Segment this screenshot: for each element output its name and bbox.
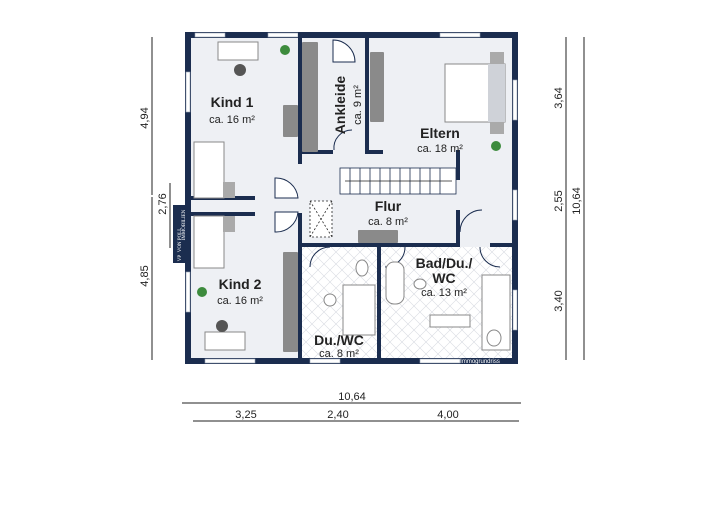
room-name-duwc: Du./WC (314, 332, 364, 348)
logo-initials: VP (178, 255, 183, 262)
attic-hatch (309, 200, 333, 238)
staircase (339, 167, 457, 195)
dim-right-part-1: 3,64 (553, 87, 565, 108)
furniture (193, 41, 506, 352)
watermark: Immogrundriss (460, 359, 500, 365)
room-area-eltern: ca. 18 m² (417, 143, 463, 155)
plants (197, 45, 501, 297)
dim-bottom-part-1: 3,25 (235, 409, 256, 421)
room-name-bad: Bad/Du./ (416, 255, 473, 271)
room-area-kind1: ca. 16 m² (209, 114, 255, 126)
door-swings (274, 39, 501, 268)
room-area-duwc: ca. 8 m² (319, 348, 359, 360)
dim-bottom-part-3: 4,00 (437, 409, 458, 421)
logo-name: VON POLL (178, 228, 183, 253)
dim-left-part-2: 2,76 (157, 193, 169, 214)
dim-left-part-1: 4,94 (139, 107, 151, 128)
room-name-ankleide: Ankleide (332, 76, 348, 135)
room-name-flur: Flur (375, 198, 402, 214)
dimension-lines (151, 37, 585, 422)
room-name-kind1: Kind 1 (211, 94, 254, 110)
room-name-kind2: Kind 2 (219, 276, 262, 292)
dim-left-part-3: 4,85 (139, 265, 151, 286)
room-name-eltern: Eltern (420, 125, 460, 141)
bathroom-fixtures (323, 259, 511, 351)
dim-right-total: 10,64 (571, 187, 583, 215)
room-name-bad-line2: WC (432, 270, 455, 286)
room-area-ankleide: ca. 9 m² (352, 85, 364, 125)
dim-right-part-2: 2,55 (553, 190, 565, 211)
room-area-bad: ca. 13 m² (421, 287, 467, 299)
logo-sub: IMMOBILIEN (182, 209, 187, 240)
windows (185, 32, 518, 364)
dim-right-part-3: 3,40 (553, 290, 565, 311)
room-area-flur: ca. 8 m² (368, 216, 408, 228)
dim-bottom-part-2: 2,40 (327, 409, 348, 421)
room-area-kind2: ca. 16 m² (217, 295, 263, 307)
logo: VP VON POLL IMMOBILIEN (173, 205, 189, 263)
dim-bottom-total: 10,64 (338, 391, 366, 403)
